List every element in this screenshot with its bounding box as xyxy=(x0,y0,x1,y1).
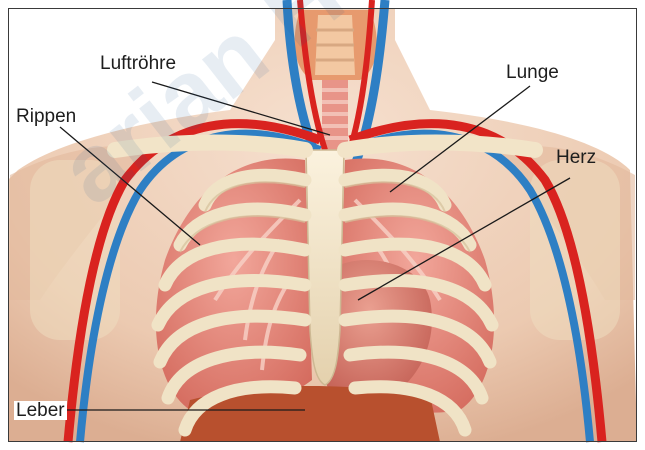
label-luftroehre: Luftröhre xyxy=(100,54,176,73)
label-lunge: Lunge xyxy=(506,63,559,82)
label-herz: Herz xyxy=(556,148,596,167)
label-leber: Leber xyxy=(14,401,67,420)
label-rippen: Rippen xyxy=(16,107,76,126)
